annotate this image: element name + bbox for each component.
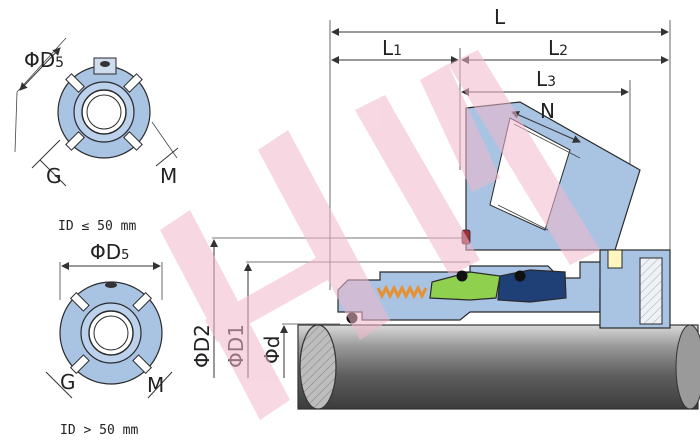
spring (376, 284, 428, 300)
rotary-face (429, 271, 501, 301)
g-label-bottom: G (60, 370, 76, 394)
top-end-view: ΦD5 G M ID ≤ 50 mm (14, 37, 179, 234)
m-label-top: M (160, 164, 177, 188)
o-ring-1 (456, 270, 468, 282)
set-screw-bottom (105, 282, 117, 288)
m-label-bottom: M (147, 373, 164, 397)
dim-L3: L3 (536, 67, 556, 91)
dim-L2: L2 (548, 36, 568, 60)
dim-L1: L1 (382, 36, 402, 60)
o-ring-2 (514, 270, 526, 282)
g-label-top: G (46, 164, 62, 188)
shaft (297, 324, 699, 410)
caption-id-le-50: ID ≤ 50 mm (58, 219, 136, 234)
watermark (160, 50, 600, 420)
d5-label-bottom: ΦD5 (90, 240, 129, 264)
stationary-face (497, 269, 567, 303)
dim-L: L (494, 5, 506, 29)
dim-D2: ΦD2 (190, 324, 214, 368)
d5-label-top: ΦD5 (24, 48, 64, 72)
caption-id-gt-50: ID > 50 mm (60, 423, 138, 438)
bottom-end-view: ΦD5 G M ID > 50 mm (45, 240, 173, 438)
dim-N: N (540, 99, 555, 123)
